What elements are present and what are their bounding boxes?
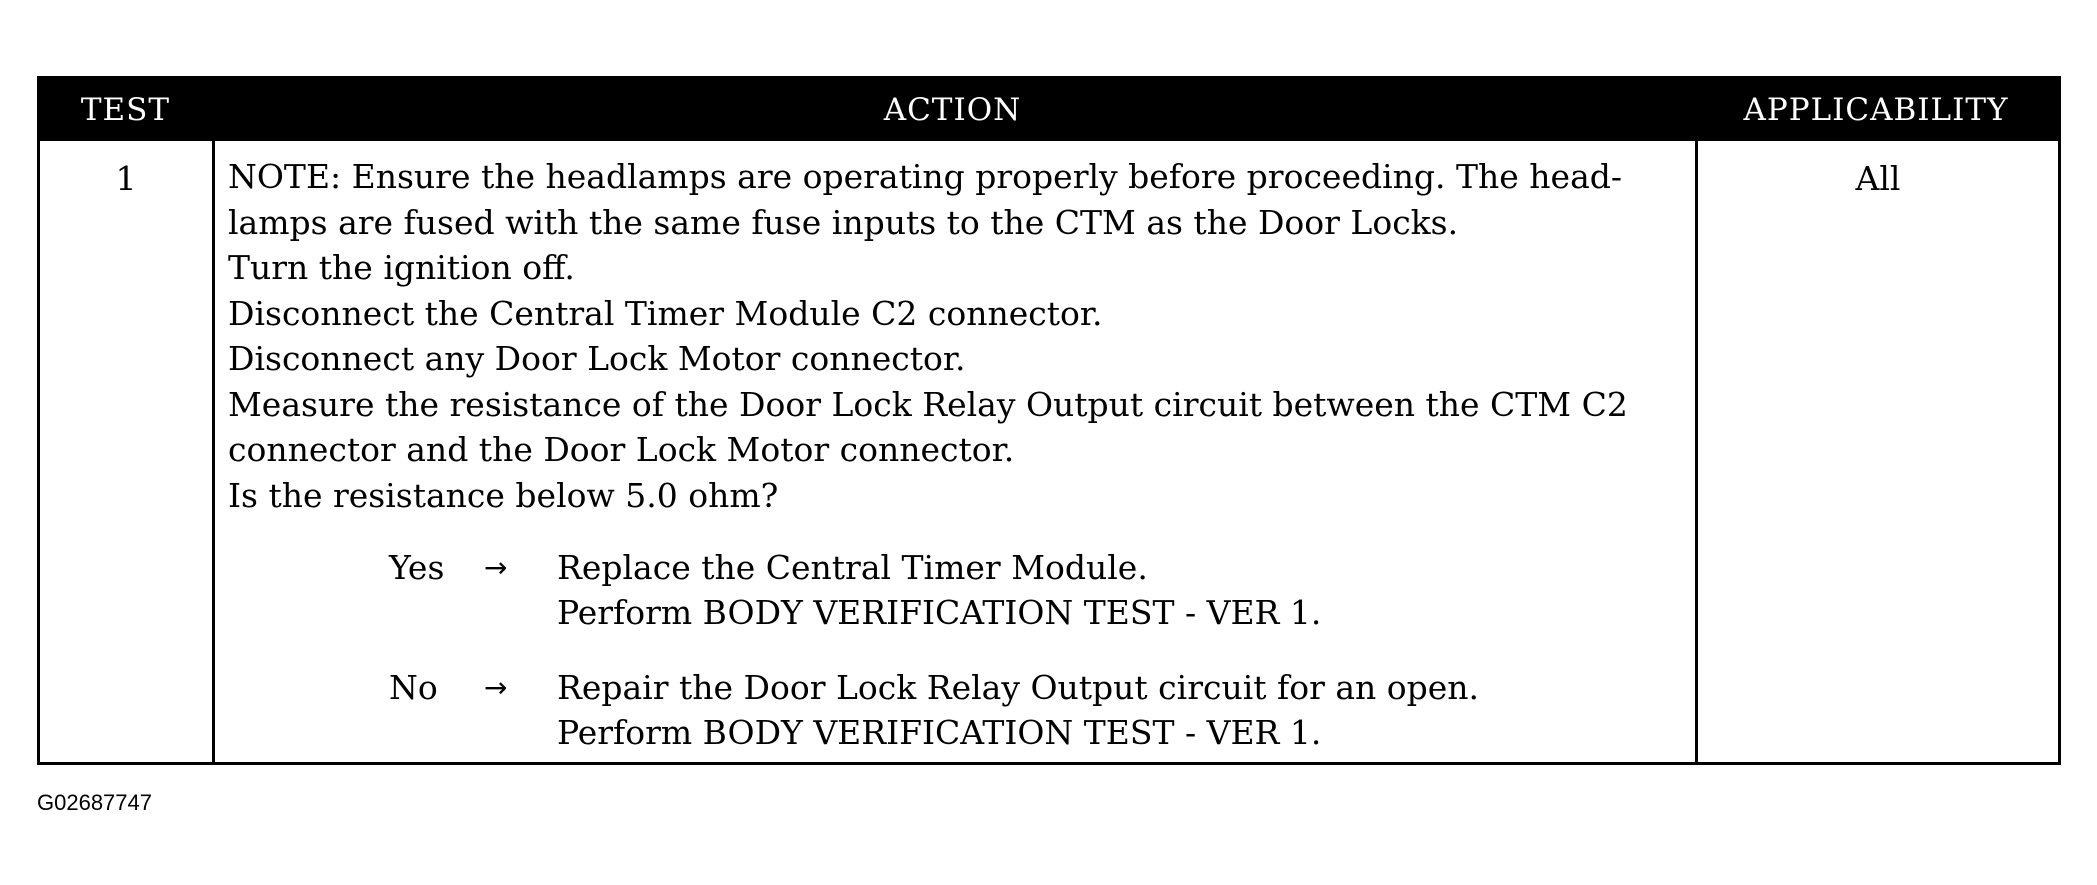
right-arrow-icon: → [484, 551, 508, 584]
result-line: Perform BODY VERIFICATION TEST - VER 1. [557, 713, 1322, 752]
action-line: Measure the resistance of the Door Lock … [228, 384, 1628, 424]
action-instructions: NOTE: Ensure the headlamps are operating… [228, 154, 1688, 518]
action-line: NOTE: Ensure the headlamps are operating… [228, 157, 1623, 196]
column-divider [212, 141, 215, 762]
result-line: Perform BODY VERIFICATION TEST - VER 1. [557, 593, 1322, 632]
result-yes-text: Replace the Central Timer Module. Perfor… [557, 545, 1321, 635]
answer-no: No [389, 668, 438, 707]
figure-id: G02687747 [37, 790, 152, 815]
header-action: ACTION [883, 92, 1022, 128]
result-line: Repair the Door Lock Relay Output circui… [557, 668, 1480, 707]
column-divider [1695, 141, 1698, 762]
action-line: Turn the ignition off. [228, 248, 575, 287]
applicability-value: All [1855, 159, 1901, 198]
result-no-text: Repair the Door Lock Relay Output circui… [557, 665, 1479, 755]
table-header: TEST ACTION APPLICABILITY [40, 79, 2058, 141]
diagnostic-test-table: TEST ACTION APPLICABILITY 1 NOTE: Ensure… [37, 76, 2061, 765]
action-line: Disconnect the Central Timer Module C2 c… [228, 293, 1103, 333]
action-line: connector and the Door Lock Motor connec… [228, 430, 1015, 469]
action-line: lamps are fused with the same fuse input… [228, 202, 1459, 242]
action-line: Disconnect any Door Lock Motor connector… [228, 339, 966, 378]
test-number: 1 [115, 159, 137, 198]
answer-yes: Yes [389, 548, 445, 587]
right-arrow-icon: → [484, 671, 508, 704]
header-applicability: APPLICABILITY [1743, 92, 2009, 128]
result-line: Replace the Central Timer Module. [557, 548, 1148, 587]
action-line: Is the resistance below 5.0 ohm? [228, 475, 779, 515]
header-test: TEST [80, 92, 171, 128]
